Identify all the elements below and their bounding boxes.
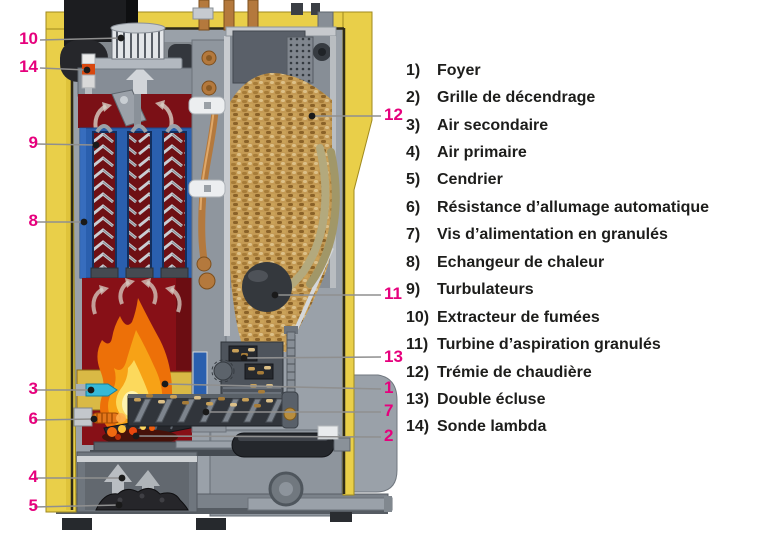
callout-2: 2	[384, 426, 394, 445]
legend-item-9: 9) Turbulateurs	[406, 277, 758, 304]
legend-item-4: 4) Air primaire	[406, 139, 758, 166]
legend-item-number: 14)	[406, 418, 430, 436]
legend-item-number: 6)	[406, 198, 421, 216]
upper-combustion-chamber	[78, 89, 192, 134]
callout-leader-lines	[33, 37, 382, 508]
legend: 1) Foyer 2) Grille de décendrage 3) Air sec…	[406, 57, 758, 441]
legend-item-14: 14) Sonde lambda	[406, 414, 758, 441]
pellet-suction-turbine	[242, 144, 340, 312]
callout-10: 10	[19, 29, 38, 48]
legend-item-label: Turbine d’aspiration granulés	[437, 336, 661, 354]
ignition-resistance	[73, 407, 126, 427]
legend-item-6: 6) Résistance d’allumage automatique	[406, 194, 758, 221]
legend-item-label: Grille de décendrage	[437, 89, 596, 107]
turbulator-tubes	[90, 124, 189, 279]
legend-item-label: Echangeur de chaleur	[437, 253, 605, 271]
legend-item-number: 2)	[406, 89, 421, 107]
legend-item-label: Turbulateurs	[437, 281, 534, 299]
callout-9: 9	[28, 133, 38, 152]
legend-item-5: 5) Cendrier	[406, 167, 758, 194]
feed-auger	[127, 391, 299, 429]
legend-item-number: 8)	[406, 253, 421, 271]
legend-item-8: 8) Echangeur de chaleur	[406, 249, 758, 276]
legend-item-10: 10) Extracteur de fumées	[406, 304, 758, 331]
legend-item-3: 3) Air secondaire	[406, 112, 758, 139]
callout-11: 11	[384, 284, 402, 303]
ash-pan	[76, 451, 198, 513]
outer-casing-right	[349, 374, 398, 493]
callout-3: 3	[28, 379, 38, 398]
legend-item-number: 5)	[406, 171, 421, 189]
heat-exchanger	[79, 124, 193, 279]
legend-item-13: 13) Double écluse	[406, 386, 758, 413]
callout-13: 13	[384, 347, 403, 366]
drum-port	[268, 471, 304, 507]
legend-item-label: Foyer	[437, 61, 481, 79]
callout-7: 7	[384, 401, 394, 420]
boiler-cutaway-illustration	[33, 0, 398, 530]
callout-12: 12	[384, 105, 403, 124]
callout-5: 5	[28, 496, 38, 515]
legend-item-11: 11) Turbine d’aspiration granulés	[406, 331, 758, 358]
callout-14: 14	[19, 57, 38, 76]
legend-item-number: 1)	[406, 61, 421, 79]
legend-item-label: Trémie de chaudière	[437, 363, 592, 381]
callout-dots	[80, 34, 316, 509]
callout-1: 1	[384, 378, 394, 397]
suction-turbine-sphere	[242, 262, 292, 312]
legend-item-label: Résistance d’allumage automatique	[437, 198, 710, 216]
callout-8: 8	[28, 211, 38, 230]
legend-item-number: 12)	[406, 363, 430, 381]
auger-motor	[175, 425, 351, 458]
legend-item-label: Air primaire	[437, 144, 527, 162]
legend-item-7: 7) Vis d’alimentation en granulés	[406, 222, 758, 249]
legend-item-12: 12) Trémie de chaudière	[406, 359, 758, 386]
legend-item-label: Air secondaire	[437, 116, 549, 134]
legend-item-label: Double écluse	[437, 390, 546, 408]
legend-item-label: Extracteur de fumées	[437, 308, 600, 326]
legend-item-label: Sonde lambda	[437, 418, 547, 436]
smoke-extractor-fan	[77, 22, 193, 97]
legend-item-1: 1) Foyer	[406, 57, 758, 84]
legend-item-number: 4)	[406, 144, 421, 162]
legend-item-number: 11)	[406, 336, 429, 354]
callout-4: 4	[28, 467, 38, 486]
legend-item-label: Cendrier	[437, 171, 503, 189]
legend-item-number: 3)	[406, 116, 421, 134]
callout-6: 6	[28, 409, 38, 428]
primary-air-arrow	[104, 464, 132, 506]
legend-item-number: 13)	[406, 390, 430, 408]
legend-item-number: 10)	[406, 308, 430, 326]
legend-item-2: 2) Grille de décendrage	[406, 84, 758, 111]
double-airlock	[211, 326, 298, 429]
legend-item-number: 9)	[406, 281, 421, 299]
legend-item-number: 7)	[406, 226, 421, 244]
legend-item-label: Vis d’alimentation en granulés	[437, 226, 668, 244]
